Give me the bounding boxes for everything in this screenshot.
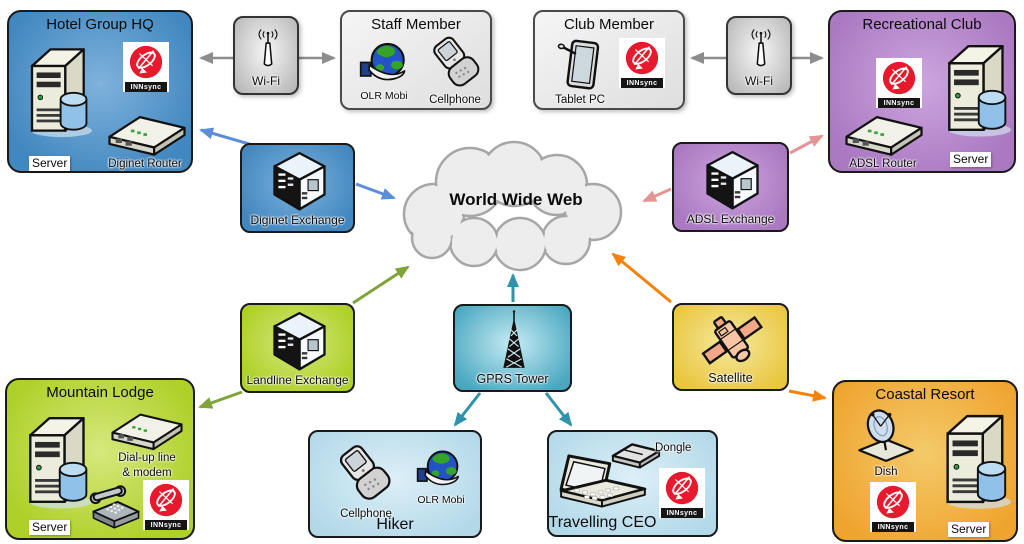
innsync-logo: INNsync xyxy=(143,480,189,530)
innsync-logo: INNsync xyxy=(123,42,169,92)
innsync-dish-icon xyxy=(661,470,703,508)
wifi-right-label: Wi-Fi xyxy=(745,74,773,88)
router-icon xyxy=(101,110,193,160)
node-club-member: Club Member Tablet PC INNsync xyxy=(533,10,685,110)
club-member-title: Club Member xyxy=(563,16,655,33)
arrow-diginet-to-cloud xyxy=(355,182,396,200)
innsync-logo: INNsync xyxy=(870,482,916,532)
staff-title: Staff Member xyxy=(371,16,461,33)
server-icon xyxy=(17,410,93,510)
innsync-text: INNsync xyxy=(621,78,663,88)
telephone-icon xyxy=(87,484,145,536)
node-coastal-resort: Coastal Resort Dish INNsync Server xyxy=(832,380,1018,542)
olr-mobi-icon xyxy=(416,446,466,496)
innsync-text: INNsync xyxy=(878,98,920,108)
olr-mobi-icon xyxy=(358,38,414,92)
wifi-antenna-icon xyxy=(745,25,777,71)
dish-icon xyxy=(854,404,918,468)
innsync-dish-icon xyxy=(125,44,167,82)
innsync-logo: INNsync xyxy=(876,58,922,108)
cellphone-icon xyxy=(332,440,400,508)
innsync-dish-icon xyxy=(878,60,920,98)
landline-exchange-label: Landline Exchange xyxy=(246,373,349,387)
arrow-gprs-to-hiker xyxy=(453,392,482,427)
exchange-cube-icon xyxy=(271,310,328,374)
cellphone-label: Cellphone xyxy=(429,94,481,106)
exchange-cube-icon xyxy=(271,150,328,214)
arrow-landline-to-lodge xyxy=(198,390,243,409)
olr-mobi-label: OLR Mobi xyxy=(360,90,408,102)
tablet-pc-label: Tablet PC xyxy=(555,94,605,106)
node-landline-exchange: Landline Exchange xyxy=(240,303,355,393)
node-adsl-exchange: ADSL Exchange xyxy=(672,142,789,232)
hotel-title: Hotel Group HQ xyxy=(46,16,154,33)
modem-icon xyxy=(107,408,187,454)
modem-label-line1: Dial-up line xyxy=(118,452,176,464)
server-label: Server xyxy=(29,156,71,171)
dish-label: Dish xyxy=(874,466,898,478)
gprs-tower-icon xyxy=(489,310,539,374)
tablet-pc-icon xyxy=(555,36,607,96)
node-wifi-right: Wi-Fi xyxy=(726,16,792,95)
olr-mobi-label: OLR Mobi xyxy=(417,494,465,506)
server-icon xyxy=(936,38,1012,138)
adsl-router-icon xyxy=(838,110,930,160)
satellite-icon xyxy=(696,307,768,373)
coastal-title: Coastal Resort xyxy=(875,386,975,403)
server-label: Server xyxy=(950,152,992,167)
rec-club-title: Recreational Club xyxy=(862,16,982,33)
arrow-satellite-to-coastal xyxy=(788,389,827,402)
server-label: Server xyxy=(29,520,71,535)
adsl-exchange-label: ADSL Exchange xyxy=(686,212,775,226)
server-icon xyxy=(934,408,1012,510)
node-hiker: Cellphone OLR Mobi Hiker xyxy=(308,430,482,538)
innsync-text: INNsync xyxy=(661,508,703,518)
node-wifi-left: Wi-Fi xyxy=(233,16,299,95)
cellphone-icon xyxy=(426,32,488,94)
innsync-dish-icon xyxy=(621,40,663,78)
innsync-dish-icon xyxy=(872,484,914,522)
innsync-text: INNsync xyxy=(145,520,187,530)
server-label: Server xyxy=(948,522,990,537)
server-icon xyxy=(19,42,93,138)
cloud-label: World Wide Web xyxy=(449,190,583,209)
gprs-tower-label: GPRS Tower xyxy=(476,372,549,386)
ceo-title: Travelling CEO xyxy=(548,514,657,531)
cloud-shape xyxy=(402,140,623,272)
wifi-antenna-icon xyxy=(252,25,284,71)
node-recreational-club: Recreational Club INNsync Server ADSL Ro… xyxy=(828,10,1016,173)
node-satellite: Satellite xyxy=(672,303,789,391)
node-travelling-ceo: Dongle INNsync Travelling CEO xyxy=(547,430,718,537)
adsl-router-label: ADSL Router xyxy=(849,158,917,170)
node-staff-member: Staff Member OLR Mobi Cellphone xyxy=(340,10,492,110)
hiker-title: Hiker xyxy=(376,516,414,533)
innsync-dish-icon xyxy=(145,482,187,520)
arrow-gprs-to-ceo xyxy=(544,392,573,427)
satellite-label: Satellite xyxy=(708,371,753,385)
innsync-logo: INNsync xyxy=(659,468,705,518)
wifi-left-label: Wi-Fi xyxy=(252,74,280,88)
diginet-exchange-label: Diginet Exchange xyxy=(250,213,345,227)
dongle-label: Dongle xyxy=(655,442,692,454)
diginet-router-label: Diginet Router xyxy=(108,158,182,170)
lodge-title: Mountain Lodge xyxy=(46,384,154,401)
cellphone-label: Cellphone xyxy=(340,508,392,520)
world-wide-web-cloud: World Wide Web xyxy=(390,140,642,274)
innsync-logo: INNsync xyxy=(619,38,665,88)
innsync-text: INNsync xyxy=(872,522,914,532)
arrow-adsl-to-cloud xyxy=(642,187,672,203)
node-gprs-tower: GPRS Tower xyxy=(453,304,572,392)
arrow-adsl-to-recclub xyxy=(789,134,824,155)
modem-label-line2: & modem xyxy=(122,467,172,479)
exchange-cube-icon xyxy=(704,149,761,213)
innsync-text: INNsync xyxy=(125,82,167,92)
node-mountain-lodge: Mountain Lodge Server Dial-up line & mod… xyxy=(5,378,195,540)
node-diginet-exchange: Diginet Exchange xyxy=(240,143,355,233)
node-hotel-group-hq: Hotel Group HQ Server INNsync Diginet Ro… xyxy=(7,10,193,173)
